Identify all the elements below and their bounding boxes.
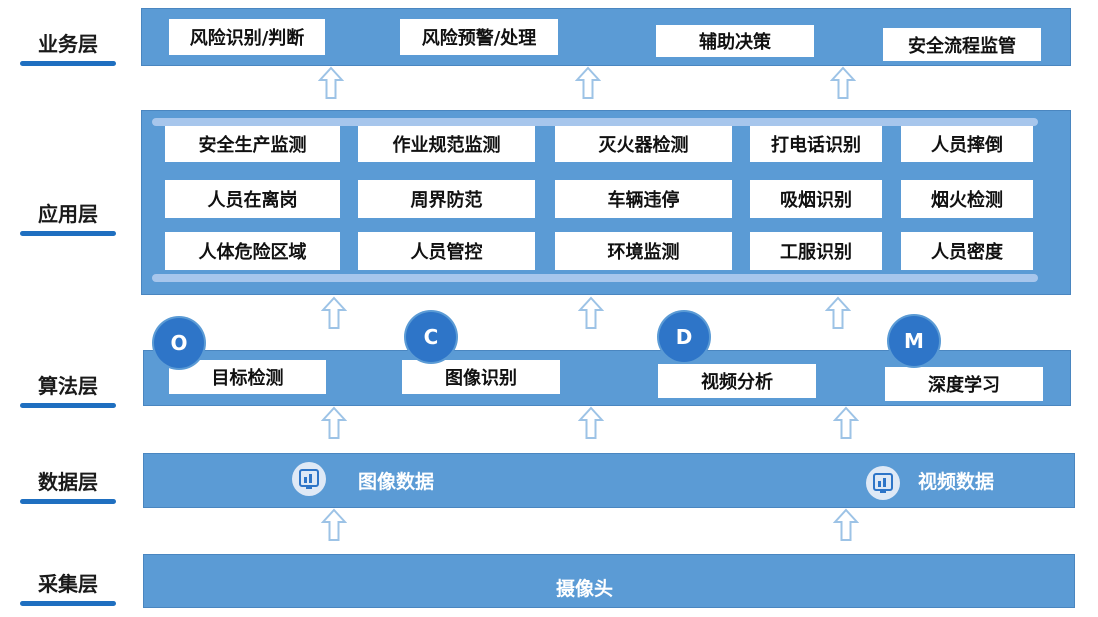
algorithm-item: 目标检测: [169, 360, 326, 394]
layer-label-algorithm: 算法层: [18, 370, 118, 408]
application-item: 环境监测: [555, 232, 732, 270]
business-item: 辅助决策: [656, 25, 814, 57]
application-item: 周界防范: [358, 180, 535, 218]
application-item: 车辆违停: [555, 180, 732, 218]
up-arrow-icon: [833, 406, 859, 439]
data-screen-icon: [292, 462, 326, 496]
application-item: 烟火检测: [901, 180, 1033, 218]
layer-label-business: 业务层: [18, 28, 118, 66]
layer-label-data: 数据层: [18, 466, 118, 504]
algorithm-badge: M: [889, 316, 939, 366]
collection-band: [143, 554, 1075, 608]
application-rail: [152, 274, 1038, 282]
application-item: 作业规范监测: [358, 126, 535, 162]
application-item: 安全生产监测: [165, 126, 340, 162]
layer-label-application-text: 应用层: [38, 202, 98, 226]
business-item: 风险预警/处理: [400, 19, 558, 55]
application-item: 人员管控: [358, 232, 535, 270]
application-rail: [152, 118, 1038, 126]
layer-underline: [20, 499, 116, 504]
layer-label-algorithm-text: 算法层: [38, 374, 98, 398]
up-arrow-icon: [830, 66, 856, 99]
layer-underline: [20, 601, 116, 606]
application-item: 人员在离岗: [165, 180, 340, 218]
layer-label-application: 应用层: [18, 198, 118, 236]
algorithm-badge: O: [154, 318, 204, 368]
layer-label-data-text: 数据层: [38, 470, 98, 494]
up-arrow-icon: [321, 406, 347, 439]
collection-item: 摄像头: [556, 578, 614, 600]
business-item: 安全流程监管: [883, 28, 1041, 61]
up-arrow-icon: [321, 296, 347, 329]
up-arrow-icon: [578, 406, 604, 439]
up-arrow-icon: [833, 508, 859, 541]
algorithm-item: 深度学习: [885, 367, 1043, 401]
business-item: 风险识别/判断: [169, 19, 325, 55]
algorithm-badge: D: [659, 312, 709, 362]
application-item: 人员摔倒: [901, 126, 1033, 162]
layer-label-business-text: 业务层: [38, 32, 98, 56]
application-item: 人员密度: [901, 232, 1033, 270]
application-item: 打电话识别: [750, 126, 882, 162]
data-item: 图像数据: [358, 471, 435, 493]
data-item: 视频数据: [918, 471, 995, 493]
application-item: 工服识别: [750, 232, 882, 270]
up-arrow-icon: [575, 66, 601, 99]
layer-underline: [20, 61, 116, 66]
application-item: 灭火器检测: [555, 126, 732, 162]
algorithm-item: 图像识别: [402, 360, 560, 394]
layer-label-collection: 采集层: [18, 568, 118, 606]
algorithm-badge: C: [406, 312, 456, 362]
up-arrow-icon: [578, 296, 604, 329]
algorithm-item: 视频分析: [658, 364, 816, 398]
data-screen-icon: [866, 466, 900, 500]
layer-underline: [20, 403, 116, 408]
up-arrow-icon: [318, 66, 344, 99]
application-item: 人体危险区域: [165, 232, 340, 270]
up-arrow-icon: [825, 296, 851, 329]
up-arrow-icon: [321, 508, 347, 541]
application-item: 吸烟识别: [750, 180, 882, 218]
layer-label-collection-text: 采集层: [38, 572, 98, 596]
layer-underline: [20, 231, 116, 236]
